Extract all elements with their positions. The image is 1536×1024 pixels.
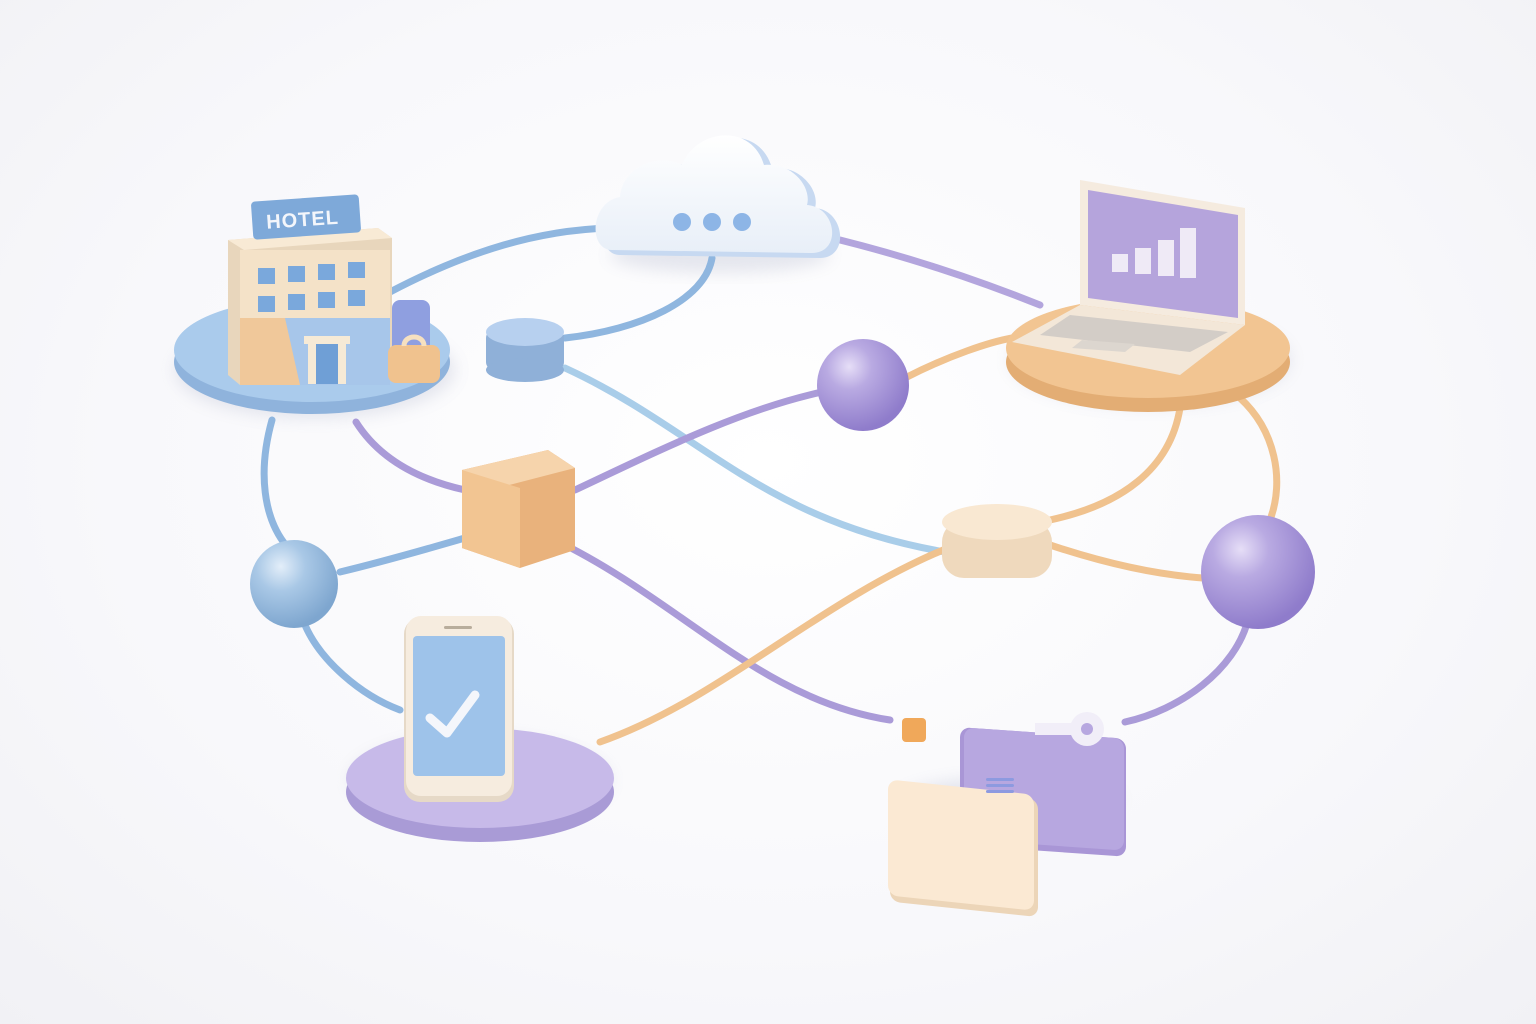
cable-hotel-cloud bbox=[386, 224, 614, 296]
cable-cylinder-sphere bbox=[1046, 541, 1207, 582]
cable-cube-sphere bbox=[571, 388, 826, 494]
payment-node[interactable] bbox=[888, 712, 1126, 917]
hotel-node[interactable]: HOTEL bbox=[174, 194, 450, 414]
cable-cloud-disc bbox=[561, 254, 716, 342]
hotel-building-icon: HOTEL bbox=[228, 194, 392, 385]
connection-cables bbox=[260, 224, 1281, 746]
phone-checkmark-icon bbox=[404, 616, 514, 802]
laptop-bar-chart-icon bbox=[1012, 180, 1245, 375]
laptop-node[interactable] bbox=[1006, 180, 1290, 412]
hub-purple-sphere-right[interactable] bbox=[1201, 515, 1315, 629]
phone-node[interactable] bbox=[346, 616, 614, 842]
cable-hotel-bluesphere bbox=[260, 416, 294, 554]
hub-cream-cylinder[interactable] bbox=[942, 504, 1052, 578]
cable-cube-payment bbox=[551, 536, 894, 724]
credit-card-icon bbox=[888, 718, 1038, 917]
hub-blue-sphere[interactable] bbox=[250, 540, 338, 628]
cable-laptop-sphere bbox=[1236, 394, 1281, 524]
hotel-sign: HOTEL bbox=[251, 194, 361, 240]
suitcase-icon bbox=[388, 334, 440, 383]
cable-laptop-cylinder bbox=[1046, 404, 1184, 524]
cloud-node[interactable] bbox=[595, 135, 841, 258]
cable-bluesphere-cube bbox=[336, 534, 469, 576]
cable-disc-cylinder bbox=[561, 364, 949, 556]
hub-purple-sphere-top[interactable] bbox=[817, 339, 909, 431]
hotel-sign-text: HOTEL bbox=[266, 207, 340, 234]
cable-bluesphere-phone bbox=[301, 621, 404, 714]
cable-cloud-laptop bbox=[836, 236, 1044, 309]
cable-sphere-laptop bbox=[901, 334, 1016, 382]
cable-hotel-cube bbox=[352, 418, 469, 494]
cable-phone-cylinder bbox=[596, 544, 952, 746]
cable-sphere-payment bbox=[1121, 616, 1252, 726]
hub-peach-cube[interactable] bbox=[462, 450, 575, 568]
cloud-icon bbox=[595, 135, 841, 258]
hub-blue-disc[interactable] bbox=[486, 318, 564, 382]
